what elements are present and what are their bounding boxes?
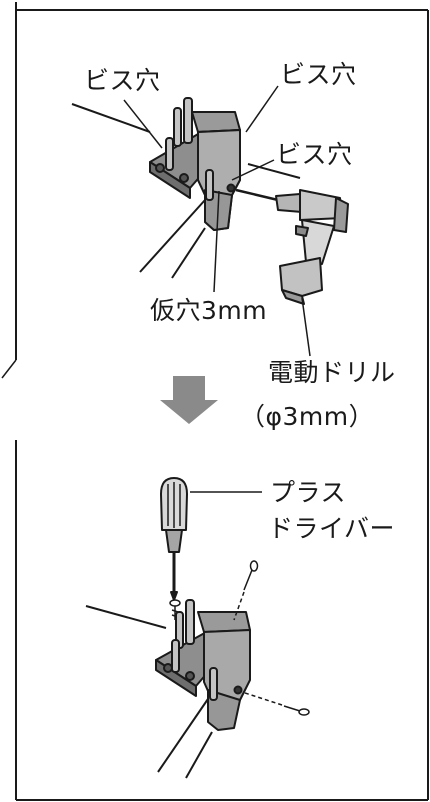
- process-arrow: [160, 376, 218, 424]
- screw-right-upper: [243, 560, 259, 591]
- label-screwdriver-line1: プラス: [270, 478, 347, 507]
- reference-line-left: [1, 359, 17, 379]
- label-screw-hole-mid: ビス穴: [276, 140, 353, 169]
- top-leader-lines: [123, 85, 311, 357]
- guide-dashed-lower: [241, 691, 283, 706]
- top-bracket: [149, 97, 241, 231]
- screwdriver: [160, 477, 188, 601]
- label-pilot-hole: 仮穴3mm: [150, 296, 268, 325]
- label-screwdriver-line2: ドライバー: [268, 514, 396, 543]
- bottom-rail-lines: [85, 605, 213, 779]
- screw-right-lower: [283, 705, 310, 716]
- label-screw-hole-left: ビス穴: [84, 66, 161, 95]
- panel-frame: [15, 2, 429, 801]
- label-drill-name: 電動ドリル: [268, 358, 396, 387]
- bottom-bracket: [155, 599, 251, 731]
- electric-drill: [235, 188, 349, 305]
- label-screw-hole-top-right: ビス穴: [280, 60, 357, 89]
- label-drill-size: （φ3mm）: [240, 402, 375, 431]
- guide-dashed-upper: [233, 591, 245, 621]
- top-rail-lines: [71, 103, 301, 279]
